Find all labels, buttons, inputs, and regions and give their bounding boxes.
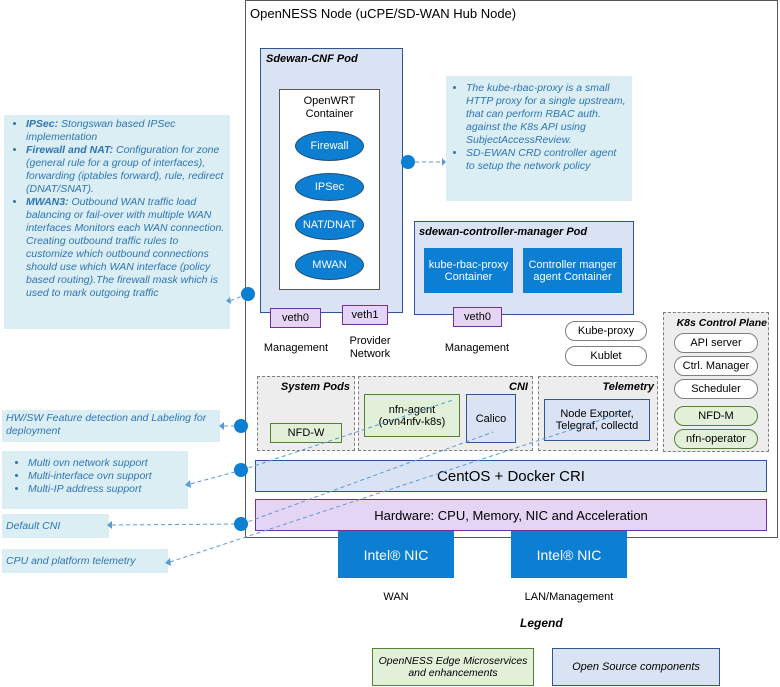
wan-label: WAN xyxy=(383,591,409,603)
lan-management-label: LAN/Management xyxy=(524,591,614,603)
kube-proxy-pill: Kube-proxy xyxy=(565,321,647,341)
legend-title: Legend xyxy=(520,616,563,630)
note-item-firewall-nat: Firewall and NAT: Configuration for zone… xyxy=(26,144,226,196)
note-item-mwan3: MWAN3: Outbound WAN traffic load balanci… xyxy=(26,196,226,300)
hw-sw-feature-note: HW/SW Feature detection and Labeling for… xyxy=(2,410,220,442)
veth0-sdewan: veth0 xyxy=(270,308,321,328)
intel-nic-lan: Intel® NIC xyxy=(511,531,627,578)
veth0-controller: veth0 xyxy=(453,307,502,327)
multi-ovn-note: Multi ovn network support Multi-interfac… xyxy=(2,451,188,509)
node-title: OpenNESS Node (uCPE/SD-WAN Hub Node) xyxy=(250,6,517,21)
connector-dot xyxy=(234,517,248,531)
connector-dot xyxy=(401,155,415,169)
connector-dot xyxy=(241,287,255,301)
system-pods-title: System Pods xyxy=(280,381,350,393)
provider-network-label: Provider Network xyxy=(349,335,391,360)
mwan-oval: MWAN xyxy=(295,250,364,280)
controller-manager-agent-container: Controller manger agent Container xyxy=(523,248,622,293)
legend-openness-edge: OpenNESS Edge Microservices and enhancem… xyxy=(372,648,534,686)
scheduler-pill: Scheduler xyxy=(674,379,758,399)
default-cni-note: Default CNI xyxy=(2,514,109,538)
node-exporter-box: Node Exporter, Telegraf, collectd xyxy=(544,399,650,441)
nat-dnat-oval: NAT/DNAT xyxy=(295,210,364,240)
controller-pod-title: sdewan-controller-manager Pod xyxy=(419,226,588,238)
cpu-telemetry-note: CPU and platform telemetry xyxy=(2,549,168,573)
connector-dot xyxy=(234,419,248,433)
sdewan-cnf-pod-title: Sdewan-CNF Pod xyxy=(266,53,358,65)
connector-dot xyxy=(234,463,248,477)
nfd-m-pill: NFD-M xyxy=(674,406,758,426)
legend-open-source: Open Source components xyxy=(552,648,720,686)
management-label-left: Management xyxy=(263,342,329,354)
telemetry-title: Telemetry xyxy=(602,381,654,393)
k8s-control-plane-title: K8s Control Plane xyxy=(676,317,767,329)
openwrt-container-title: OpenWRT Container xyxy=(303,95,356,120)
nfn-operator-pill: nfn-operator xyxy=(674,429,758,449)
hardware-bar: Hardware: CPU, Memory, NIC and Accelerat… xyxy=(255,499,767,531)
ipsec-oval: IPSec xyxy=(295,173,364,201)
sdewan-features-note: IPSec: Stongswan based IPSec implementat… xyxy=(4,115,230,329)
intel-nic-wan: Intel® NIC xyxy=(338,531,454,578)
centos-docker-cri-bar: CentOS + Docker CRI xyxy=(255,460,767,492)
kublet-pill: Kublet xyxy=(565,346,647,366)
note-item-ipsec: IPSec: Stongswan based IPSec implementat… xyxy=(26,118,226,144)
kube-rbac-note-item: SD-EWAN CRD controller agent to setup th… xyxy=(466,147,626,173)
api-server-pill: API server xyxy=(674,333,758,353)
kube-rbac-note: The kube-rbac-proxy is a small HTTP prox… xyxy=(446,76,632,201)
calico-box: Calico xyxy=(466,394,516,443)
management-label-right: Management xyxy=(444,342,510,354)
kube-rbac-proxy-container: kube-rbac-proxy Container xyxy=(424,248,513,293)
firewall-oval: Firewall xyxy=(295,131,364,161)
ctrl-manager-pill: Ctrl. Manager xyxy=(674,356,758,376)
veth1-sdewan: veth1 xyxy=(342,305,388,325)
nfn-agent-box: nfn-agent (ovn4nfv-k8s) xyxy=(364,394,460,437)
nfd-w-box: NFD-W xyxy=(270,423,342,443)
kube-rbac-note-item: The kube-rbac-proxy is a small HTTP prox… xyxy=(466,82,626,147)
cni-title: CNI xyxy=(509,381,528,393)
